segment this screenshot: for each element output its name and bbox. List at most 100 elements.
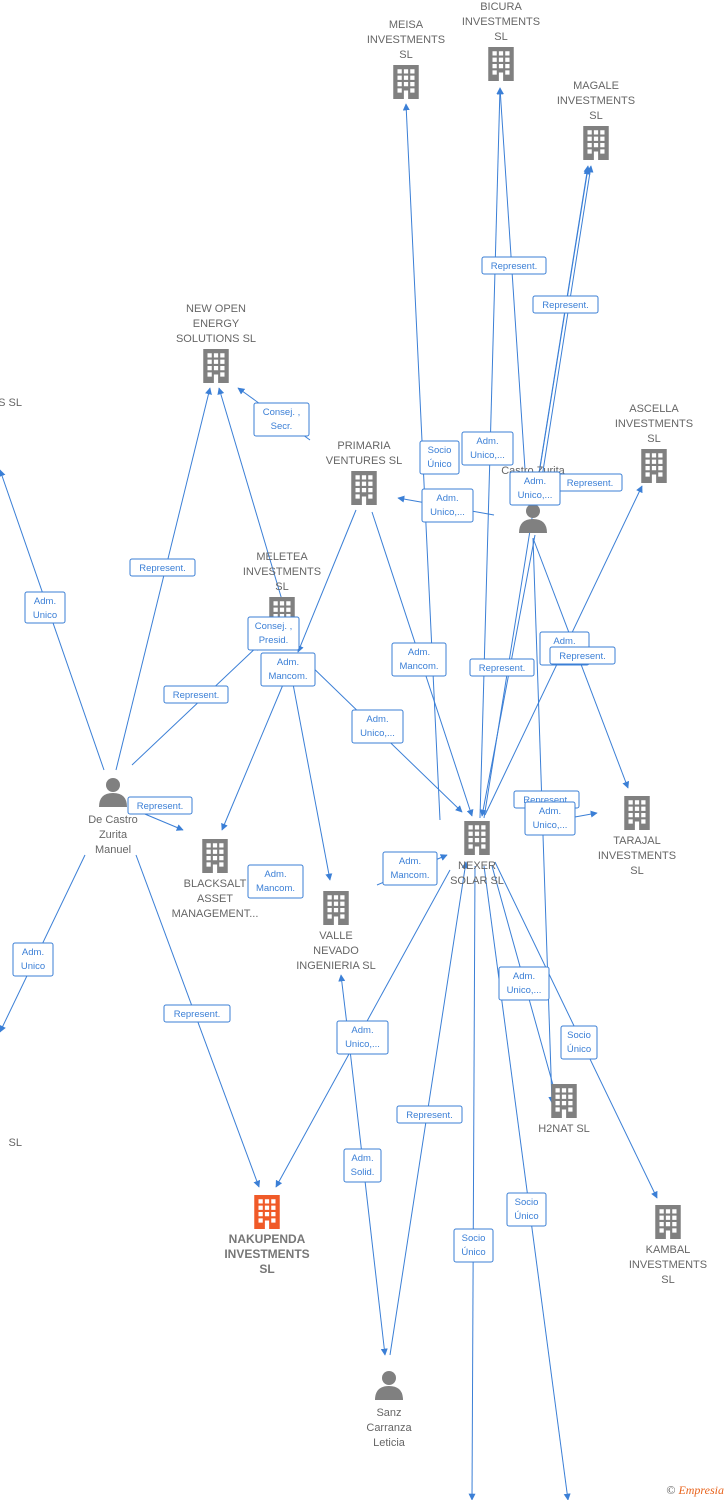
node-label-line: SL [9, 1137, 22, 1149]
role-tag[interactable]: Consej. ,Presid. [247, 616, 300, 651]
role-tag-text: Único [461, 1247, 485, 1258]
role-tag[interactable]: Consej. , Secr. [253, 402, 310, 437]
node-label-line: BICURA [480, 1, 522, 13]
node-label-line: MANAGEMENT... [172, 908, 259, 920]
role-tag-text: Unico,... [533, 820, 568, 831]
role-tag[interactable]: Adm.Unico,... [524, 801, 576, 836]
role-tag[interactable]: Represent. [481, 256, 547, 275]
role-tag[interactable]: Adm. Mancom. [391, 642, 447, 677]
role-tag-box [453, 1228, 494, 1263]
role-tag[interactable]: Adm.Mancom. [247, 864, 304, 899]
role-tag-text: Unico,... [360, 728, 395, 739]
role-tag-text: Represent. [523, 795, 569, 806]
role-tag[interactable]: Represent. [557, 473, 623, 492]
empresia-logo[interactable]: Empresia [678, 1483, 724, 1497]
node-leftB[interactable]: SL [9, 1137, 22, 1149]
role-tag[interactable]: Adm.Unico,... [421, 488, 474, 523]
role-tag-text: Secr. [271, 421, 293, 432]
role-tag-text: Represent. [173, 690, 219, 701]
building-icon [323, 891, 349, 925]
role-tag-box [351, 709, 404, 744]
role-tag[interactable]: Adm.Unico,... [336, 1020, 389, 1055]
role-tag[interactable]: Adm.Unico [12, 942, 54, 977]
role-tag-text: Mancom. [399, 661, 438, 672]
node-label-line: INVESTMENTS [615, 418, 693, 430]
role-tag-text: Consej. , [263, 407, 301, 418]
role-tag-box [498, 966, 550, 1001]
node-label-line: INVESTMENTS [224, 1247, 309, 1261]
role-tag[interactable]: Represent. [163, 685, 229, 704]
role-tag-box [163, 1004, 231, 1023]
role-tag[interactable]: Adm.Unico,... [498, 966, 550, 1001]
role-tag[interactable]: Represent. [129, 558, 196, 577]
node-label-line: ASSET [197, 893, 233, 905]
role-tag-text: Represent. [491, 261, 537, 272]
role-tag-text: Único [427, 459, 451, 470]
role-tag[interactable]: Adm.Mancom. [260, 652, 316, 687]
role-tag-box [524, 801, 576, 836]
role-tag[interactable]: Adm. Unico,... [351, 709, 404, 744]
role-tag-text: Socio [515, 1197, 539, 1208]
node-label-line: SL [647, 433, 660, 445]
building-icon [655, 1205, 681, 1239]
node-label-line: Manuel [95, 844, 131, 856]
role-tag[interactable]: Adm.Unico,... [509, 471, 561, 506]
role-tag[interactable]: Represent. [469, 658, 535, 677]
relationship-edge [349, 1049, 388, 1356]
role-tag-box [12, 942, 54, 977]
node-label-line: INVESTMENTS [462, 16, 540, 28]
role-tag[interactable]: Represent. [532, 295, 599, 314]
role-tag-text: Adm. [553, 636, 575, 647]
node-label-line: H2NAT SL [538, 1123, 590, 1135]
building-icon [551, 1084, 577, 1118]
node-label-line: SL [630, 865, 643, 877]
role-tag-text: Adm. [366, 714, 388, 725]
role-tag[interactable]: Represent. [163, 1004, 231, 1023]
node-label-line: NEW OPEN [186, 303, 246, 315]
role-tag[interactable]: Represent. [396, 1105, 463, 1124]
role-tag-text: Adm. [408, 647, 430, 658]
building-icon [624, 796, 650, 830]
building-icon [203, 349, 229, 383]
role-tag[interactable]: Adm.Solid. [343, 1148, 382, 1183]
role-tag[interactable]: Adm.Unico [24, 591, 66, 624]
role-tag-box [382, 851, 438, 886]
node-h2nat[interactable]: H2NAT SL [538, 1084, 590, 1135]
building-icon [488, 47, 514, 81]
role-tag[interactable]: Represent. [549, 646, 616, 665]
role-tag[interactable]: Represent. [127, 796, 193, 815]
copyright-credit: © Empresia [666, 1483, 724, 1498]
role-tag[interactable]: Adm.Mancom. [382, 851, 438, 886]
relationship-edge [468, 865, 476, 1500]
node-label-line: MAGALE [573, 80, 619, 92]
role-tag-text: Represent. [174, 1009, 220, 1020]
role-tag[interactable]: Adm.Unico,... [461, 431, 514, 466]
relationship-edge [217, 387, 283, 601]
role-tag-text: Socio [567, 1030, 591, 1041]
node-label-line: ENERGY [193, 318, 240, 330]
node-label-line: SL [399, 49, 412, 61]
relationship-edge [139, 811, 184, 831]
node-label-line: Zurita [99, 829, 128, 841]
node-blacksalt[interactable]: BLACKSALTASSETMANAGEMENT... [172, 839, 259, 920]
node-label-line: MELETEA [256, 551, 308, 563]
node-leftA[interactable]: S SL [0, 397, 22, 409]
